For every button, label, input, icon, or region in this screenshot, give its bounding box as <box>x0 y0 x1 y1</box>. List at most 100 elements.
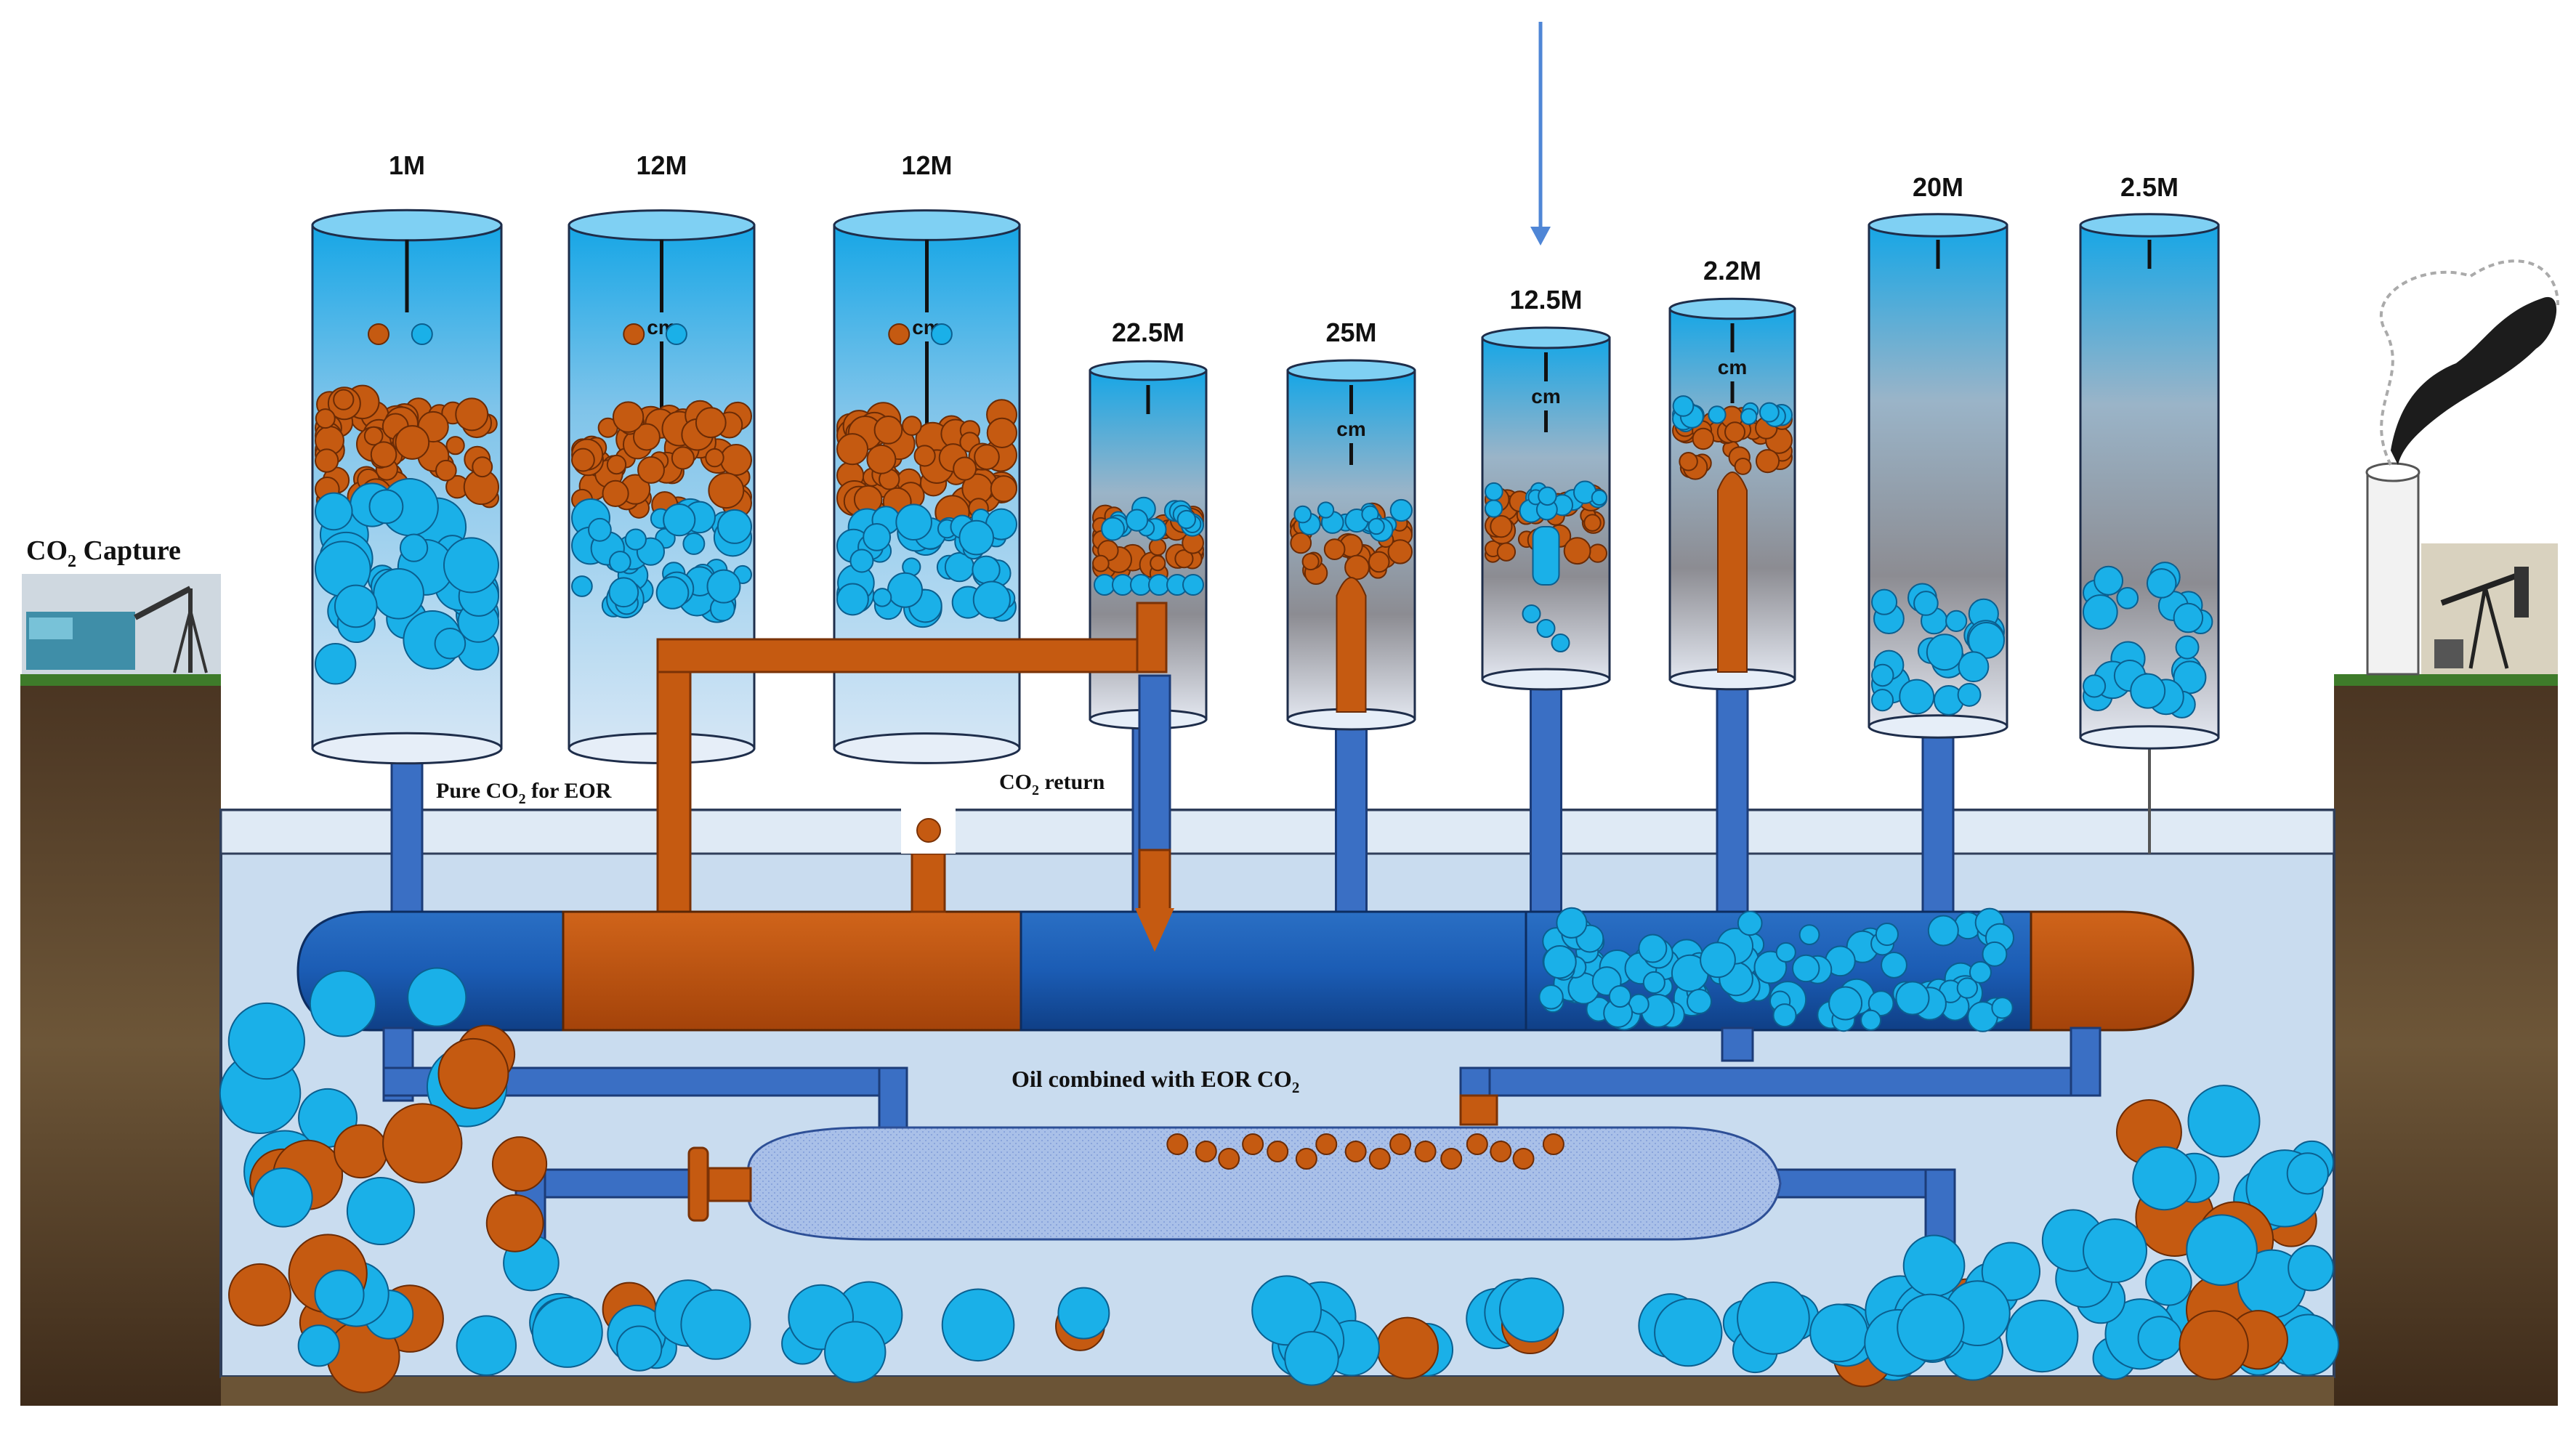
co2-bubble <box>930 323 953 345</box>
co2-bubble <box>665 323 687 345</box>
reservoir-bubble <box>2288 1244 2334 1292</box>
reservoir-bubble <box>382 1103 463 1183</box>
column-pipe <box>390 747 424 913</box>
oil-bubble <box>1542 1133 1564 1155</box>
co2-bubble <box>1556 907 1588 939</box>
co2-bubble <box>608 551 631 573</box>
column-label: 12M <box>636 150 687 180</box>
co2-bubble <box>1293 505 1312 524</box>
oil-bubble <box>913 445 936 467</box>
oil-bubble <box>1368 551 1390 573</box>
oil-bubble <box>1301 552 1320 571</box>
co2-bubble <box>1638 934 1668 963</box>
oil-bubble <box>1242 1133 1264 1155</box>
oil-plume <box>1336 577 1367 713</box>
co2-bubble <box>1536 619 1556 638</box>
oil-bubble <box>708 472 745 509</box>
reservoir-bubble <box>616 1325 663 1372</box>
reservoir-bubbles <box>219 967 2340 1393</box>
column-top <box>1481 326 1611 349</box>
oil-bubble <box>866 444 897 474</box>
co2-bubble <box>1945 610 1968 632</box>
oil-bubble <box>1734 457 1752 475</box>
oil-bubble <box>333 389 355 410</box>
co2-bubble <box>571 575 593 597</box>
co2-bubble <box>1982 941 2008 967</box>
column-label: 2.5M <box>2120 172 2179 202</box>
oil-bubble <box>1466 1133 1488 1155</box>
co2-bubble <box>1176 509 1197 530</box>
oil-bubble <box>974 444 1000 470</box>
oil-bubble <box>1218 1148 1240 1170</box>
co2-bubble <box>1642 971 1665 995</box>
co2-bubble <box>368 489 404 525</box>
co2-bubble <box>1538 984 1564 1010</box>
column-label: 2.2M <box>1703 256 1761 286</box>
oil-bubble <box>1174 549 1194 569</box>
column-bubbles <box>1290 498 1413 713</box>
column-bubbles <box>1871 583 2006 716</box>
co2-bubble <box>1112 574 1134 596</box>
co2-bubble <box>1130 574 1152 596</box>
reservoir-bubble <box>309 970 377 1037</box>
co2-bubble <box>1740 408 1758 426</box>
co2-bubble <box>1958 651 1990 683</box>
column-top <box>568 209 756 241</box>
oil-bubble <box>1490 1141 1512 1162</box>
reservoir-bubble <box>1251 1275 1323 1346</box>
co2-capture-label: CO2 Capture <box>26 535 181 571</box>
right-grass <box>2334 674 2558 686</box>
pump-jack-icon <box>2421 543 2558 674</box>
co2-plume <box>1532 526 1560 586</box>
co2-bubble <box>849 548 874 573</box>
co2-bubble <box>2175 635 2200 660</box>
co2-bubble <box>1538 486 1557 506</box>
reservoir-bubble <box>297 1324 340 1367</box>
co2-bubble <box>2173 602 2204 633</box>
oil-bubble <box>1490 515 1513 538</box>
co2-bubble <box>1317 501 1335 519</box>
co2-bubble <box>655 576 690 610</box>
oil-bubble <box>1315 1133 1338 1155</box>
co2-bubble <box>1126 509 1149 532</box>
oil-bubble <box>671 446 695 470</box>
oil-bubble <box>1290 532 1312 554</box>
co2-bubble <box>1798 924 1820 946</box>
co2-bubble <box>2146 568 2177 599</box>
column-unit: cm <box>1336 418 1365 440</box>
oil-bubble <box>953 456 977 481</box>
reservoir-bubble <box>227 1002 306 1080</box>
reservoir-bubble <box>228 1263 291 1327</box>
column-base <box>2079 725 2220 750</box>
co2-bubble <box>399 533 429 562</box>
co2-bubble <box>663 503 696 537</box>
co2-bubble <box>1991 997 2014 1019</box>
oil-bubble <box>1387 539 1413 564</box>
column-label: 12.5M <box>1509 285 1582 315</box>
co2-bubble <box>1881 951 1907 979</box>
co2-bubble <box>434 627 467 660</box>
co2-bubble <box>1871 689 1894 712</box>
left-grass <box>20 674 221 686</box>
oil-bubble <box>632 423 661 451</box>
oil-bubble <box>719 443 753 477</box>
oil-bubble <box>315 408 336 429</box>
lower-separator-oil-bubbles <box>1166 1133 1564 1170</box>
oil-bubble <box>455 397 489 432</box>
oil-bubble <box>1344 554 1370 580</box>
oil-bubble <box>1496 542 1517 562</box>
oil-bubble <box>1755 449 1780 474</box>
co2-bubble <box>1753 950 1788 984</box>
oil-bubble <box>990 475 1017 503</box>
oil-bubble <box>1414 1141 1437 1162</box>
co2-return-arrow <box>1135 908 1174 952</box>
column-pipe <box>1716 678 1749 913</box>
column-base <box>311 732 503 765</box>
oil-bubble <box>1150 555 1166 572</box>
oil-plume <box>1717 471 1748 673</box>
reservoir-bubble <box>2145 1259 2192 1306</box>
column-unit: cm <box>1531 385 1560 408</box>
co2-bubble <box>1708 405 1727 424</box>
reservoir-bubble <box>824 1321 887 1383</box>
